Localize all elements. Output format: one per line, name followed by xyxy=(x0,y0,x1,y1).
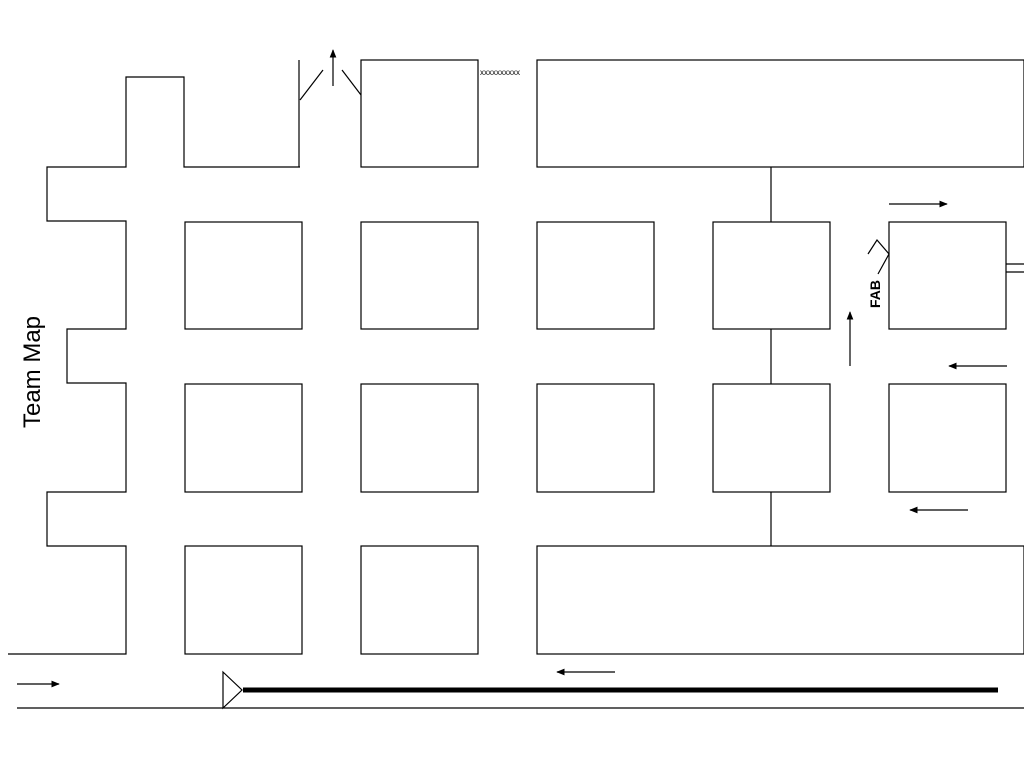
building-bottom-long xyxy=(536,545,1024,655)
building-r2-c3 xyxy=(536,221,655,330)
building-r3-c4 xyxy=(712,383,831,493)
building-r2-c4 xyxy=(712,221,831,330)
building-top-long xyxy=(536,59,1024,168)
gate-swing-right xyxy=(341,69,362,96)
building-r3-c3 xyxy=(536,383,655,493)
building-r2-c1 xyxy=(184,221,303,330)
gate-swing-left xyxy=(299,69,324,101)
fab-ramp xyxy=(867,238,890,275)
building-r4-c2 xyxy=(360,545,479,655)
map-title: Team Map xyxy=(19,316,46,428)
fab-label: FAB xyxy=(867,280,883,308)
west-boundary-line xyxy=(8,76,300,655)
road-valve-triangle xyxy=(222,670,243,710)
building-r2-c2 xyxy=(360,221,479,330)
building-r3-c1 xyxy=(184,383,303,493)
building-top-1 xyxy=(360,59,479,168)
fence-marks: xxxxxxxxxx xyxy=(480,68,520,77)
building-r3-c2 xyxy=(360,383,479,493)
building-fab xyxy=(888,221,1007,330)
building-r4-c1 xyxy=(184,545,303,655)
building-r3-c5 xyxy=(888,383,1007,493)
